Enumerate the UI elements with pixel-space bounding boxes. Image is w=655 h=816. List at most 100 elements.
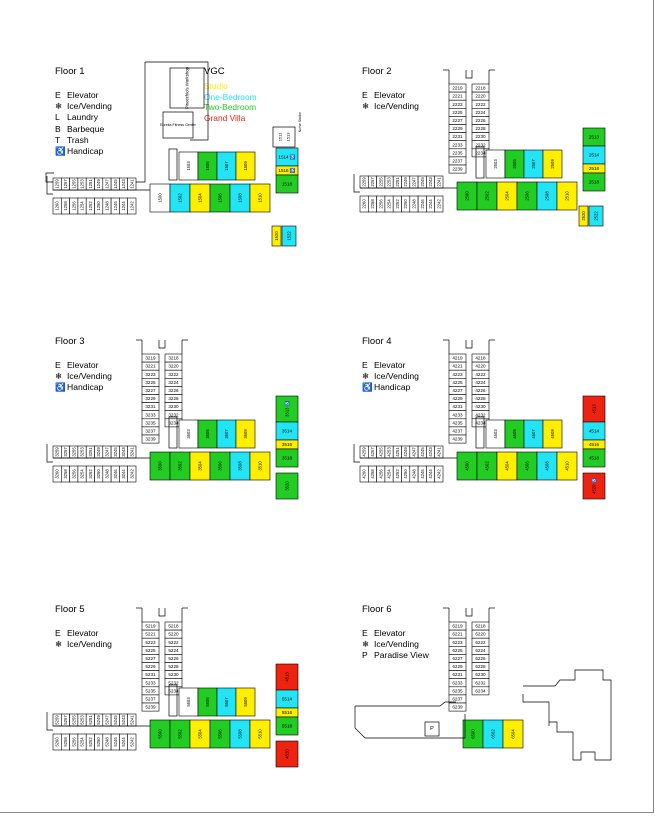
- legend-key: ❄: [55, 371, 63, 382]
- room-unit: 1256: [69, 197, 79, 215]
- room-shape: [275, 716, 299, 736]
- room-number: 4222: [475, 372, 486, 377]
- room-unit: 3223: [141, 369, 160, 379]
- room-unit: 5509: [235, 687, 256, 717]
- paradise-view-outline: [355, 701, 456, 707]
- room-number: 5249: [96, 715, 101, 725]
- room-number: 5504: [198, 729, 203, 739]
- room-number: 3221: [145, 364, 156, 369]
- room-unit: 3244: [119, 465, 129, 483]
- room-unit: 5518: [275, 716, 299, 736]
- room-number: 5253: [80, 715, 85, 725]
- room-number: 5219: [145, 624, 156, 629]
- room-number: 6230: [475, 672, 486, 677]
- room-number: 6228: [475, 664, 486, 669]
- room-unit: 2230: [471, 132, 490, 141]
- room-number: 5248: [104, 737, 109, 747]
- legend-label: Elevator: [374, 90, 406, 100]
- room-unit: 5231: [141, 670, 160, 679]
- room-unit: 4245: [417, 445, 427, 459]
- tower-wall: [465, 608, 473, 617]
- room-number: 2231: [452, 134, 463, 139]
- room-shape: [281, 225, 297, 247]
- room-unit: 5251: [85, 713, 95, 727]
- room-unit: 3504: [189, 451, 211, 481]
- legend-label: Ice/Vending: [67, 639, 112, 650]
- room-number: 6219: [452, 624, 463, 629]
- room-number: 2218: [475, 86, 486, 91]
- room-number: 3500: [158, 461, 163, 471]
- room-unit: 4242: [434, 465, 444, 483]
- room-number: 3256: [71, 469, 76, 479]
- room-number: 3253: [80, 447, 85, 457]
- legend-key: ❄: [362, 101, 370, 112]
- room-unit: 3253: [77, 445, 87, 459]
- room-unit: 5242: [127, 733, 137, 751]
- room-unit: 5508: [229, 719, 251, 749]
- tower-wall: [465, 70, 473, 79]
- room-number: 4245: [420, 447, 425, 457]
- pinocchio-workshop: [169, 67, 205, 109]
- room-number: 2219: [452, 86, 463, 91]
- room-unit: 5235: [141, 686, 160, 696]
- room-unit: 4507: [523, 419, 544, 449]
- room-number: 1244: [121, 201, 126, 211]
- room-unit: 6239: [448, 702, 467, 712]
- room-unit: 6222: [471, 637, 490, 647]
- room-number: 2522: [594, 211, 599, 221]
- room-number: 1522: [287, 231, 292, 241]
- room-unit: 6235: [448, 686, 467, 696]
- room-unit: 5232: [164, 678, 183, 688]
- room-number: 4260: [362, 469, 367, 479]
- room-number: 2233: [452, 142, 463, 147]
- room-number: 6234: [475, 688, 486, 693]
- room-shape: [582, 448, 606, 468]
- room-number: 1513: [286, 132, 291, 142]
- room-unit: 2254: [384, 195, 394, 213]
- room-unit: 5516: [275, 707, 299, 718]
- room-unit: 2253: [384, 175, 394, 189]
- room-number: 4242: [436, 469, 441, 479]
- room-number: 3244: [121, 469, 126, 479]
- room-unit: 5252: [85, 733, 95, 751]
- room-unit: 3506: [209, 451, 231, 481]
- room-unit: 1257: [60, 177, 70, 191]
- legend-label: Ice/Vending: [374, 639, 419, 650]
- wing-end: [353, 174, 360, 193]
- room-number: 4500: [465, 461, 470, 471]
- room-number: 5243: [121, 715, 126, 725]
- room-unit: 4232: [471, 410, 490, 420]
- room-number: 2239: [452, 167, 463, 172]
- room-shape: [275, 448, 299, 468]
- room-unit: 4229: [448, 394, 467, 403]
- legend-label: Ice/Vending: [67, 101, 112, 112]
- room-unit: 5245: [110, 713, 120, 727]
- room-shape: [235, 687, 256, 717]
- room-unit: 2235: [448, 148, 467, 158]
- room-number: 2516: [589, 166, 600, 171]
- room-unit: 5219: [141, 621, 160, 631]
- room-number: 2256: [378, 199, 383, 209]
- room-unit: 3257: [60, 445, 70, 459]
- room-unit: 4222: [471, 369, 490, 379]
- wing-end: [46, 176, 53, 195]
- room-number: 4503: [493, 429, 498, 439]
- room-unit: 1241: [127, 177, 137, 191]
- room-unit: 2502: [476, 181, 498, 211]
- east-building-outline: [522, 694, 550, 726]
- room-number: 1252: [88, 201, 93, 211]
- room-number: 1507: [224, 161, 229, 171]
- room-unit: 2221: [448, 91, 467, 101]
- room-number: 2237: [452, 158, 463, 163]
- room-number: 3225: [145, 380, 156, 385]
- room-number: 2235: [452, 150, 463, 155]
- floor-title: Floor 4: [362, 336, 392, 347]
- room-unit: 1516 ♿: [275, 165, 299, 176]
- room-number: 2258: [370, 199, 375, 209]
- room-unit: 3514: [275, 421, 299, 441]
- room-unit: 1504: [189, 183, 211, 213]
- room-number: 1256: [71, 201, 76, 211]
- room-unit: 5254: [77, 733, 87, 751]
